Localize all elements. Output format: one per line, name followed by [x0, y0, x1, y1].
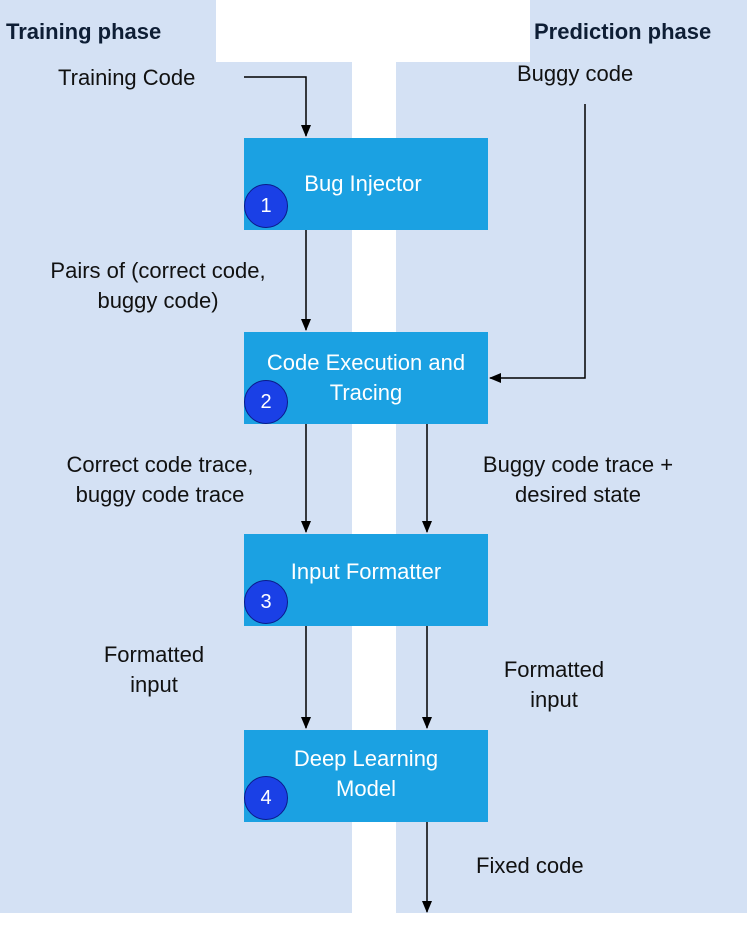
- formatted-input-training-label: Formatted input: [103, 642, 205, 697]
- fixed-code-label: Fixed code: [476, 853, 584, 878]
- bug-injector-box: Bug Injector 1: [244, 138, 488, 230]
- training-traces-label: Correct code trace, buggy code trace: [66, 452, 254, 507]
- code-execution-tracing-box: Code Execution and Tracing 2: [244, 332, 488, 424]
- deep-learning-model-label: Deep Learning Model: [293, 746, 439, 801]
- pairs-label: Pairs of (correct code, buggy code): [50, 258, 266, 313]
- training-code-label: Training Code: [58, 65, 196, 90]
- step-4-badge: 4: [244, 776, 288, 820]
- training-phase-title: Training phase: [6, 19, 162, 44]
- step-2-badge: 2: [244, 380, 288, 424]
- code-execution-tracing-label: Code Execution and Tracing: [266, 350, 466, 405]
- input-formatter-label: Input Formatter: [290, 559, 442, 584]
- buggy-code-label: Buggy code: [517, 61, 634, 86]
- bug-injector-label: Bug Injector: [304, 171, 422, 196]
- input-formatter-box: Input Formatter 3: [244, 534, 488, 626]
- prediction-phase-panel: [530, 0, 747, 64]
- prediction-traces-label: Buggy code trace + desired state: [482, 452, 674, 507]
- step-3-badge: 3: [244, 580, 288, 624]
- formatted-input-prediction-label: Formatted input: [503, 657, 605, 712]
- step-1-badge: 1: [244, 184, 288, 228]
- deep-learning-model-box: Deep Learning Model 4: [244, 730, 488, 822]
- training-phase-panel: [0, 0, 216, 64]
- prediction-phase-title: Prediction phase: [534, 19, 712, 44]
